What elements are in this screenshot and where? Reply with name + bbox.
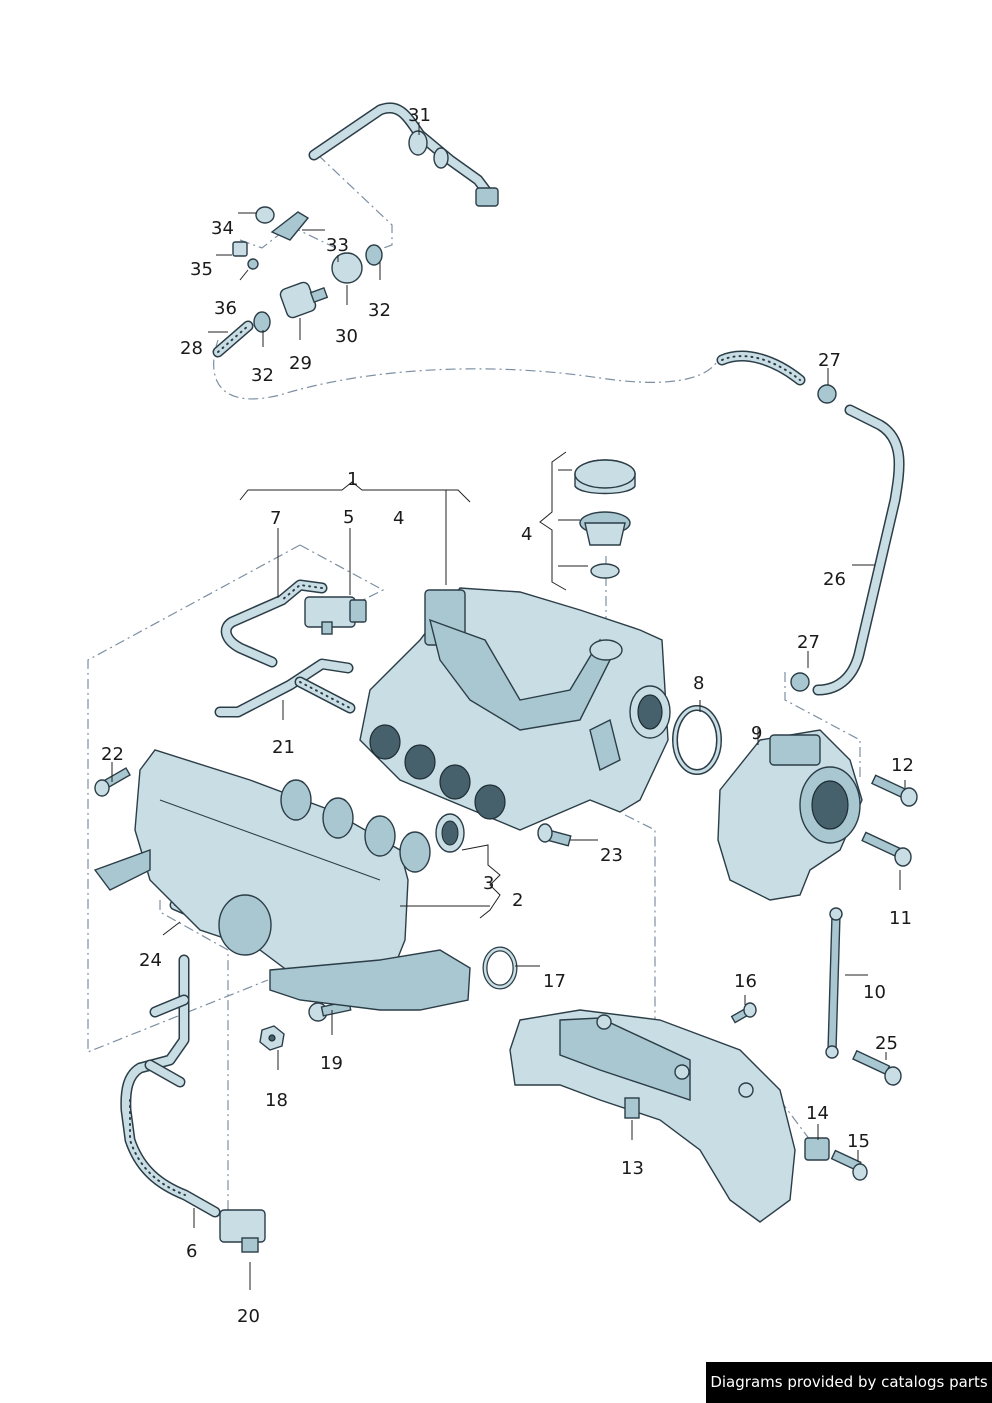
callout-30: 30 [335,326,358,347]
callout-35: 35 [190,259,213,280]
footer-banner: Diagrams provided by catalogs parts [706,1362,992,1403]
nut-18 [259,1025,285,1051]
callout-4: 4 [521,524,532,545]
callout-1: 1 [347,469,358,490]
callout-25: 25 [875,1033,898,1054]
callout-4-top: 4 [393,508,404,529]
callout-33: 33 [326,235,349,256]
clip-14 [804,1137,830,1161]
callout-14: 14 [806,1103,829,1124]
callout-29: 29 [289,353,312,374]
bolt-22 [94,767,131,797]
callout-labels: 31 34 33 35 32 36 30 28 29 32 27 1 7 5 4… [101,105,914,1327]
callout-34: 34 [211,218,234,239]
callout-15: 15 [847,1131,870,1152]
hose-6 [120,954,221,1218]
valve-20 [219,1209,266,1253]
solenoid-valve-5 [304,596,367,635]
bolt-15 [830,1149,868,1181]
hose-28 [212,320,254,358]
callout-27: 27 [797,632,820,653]
seal-rings [435,813,518,990]
bolt-25 [852,1049,902,1086]
callout-18: 18 [265,1090,288,1111]
sensor-23 [537,823,572,847]
hose-31 [308,102,499,207]
hose-26 [716,350,905,696]
hose-21 [214,658,356,718]
callout-5: 5 [343,507,354,528]
callout-11: 11 [889,908,912,929]
callout-27-top: 27 [818,350,841,371]
callout-17: 17 [543,971,566,992]
hose-7 [220,579,328,668]
callout-32: 32 [251,365,274,386]
fitting-cluster-top [232,206,383,333]
callout-32-top: 32 [368,300,391,321]
callout-19: 19 [320,1053,343,1074]
bracket-10 [825,907,843,1059]
lower-intake-manifold [93,749,471,1011]
callout-21: 21 [272,737,295,758]
callout-13: 13 [621,1158,644,1179]
bolt-16 [730,1002,757,1024]
callout-28: 28 [180,338,203,359]
callout-22: 22 [101,744,124,765]
upper-intake-manifold [359,587,671,831]
callout-9: 9 [751,723,762,744]
callout-26: 26 [823,569,846,590]
callout-36: 36 [214,298,237,319]
leader-lines [111,122,906,1290]
callout-8: 8 [693,673,704,694]
throttle-body-9 [717,729,863,901]
callout-20: 20 [237,1306,260,1327]
callout-6: 6 [186,1241,197,1262]
callout-24: 24 [139,950,162,971]
heat-shield-13 [509,1009,796,1223]
callout-12: 12 [891,755,914,776]
bolt-11 [861,831,912,867]
callout-16: 16 [734,971,757,992]
callout-23: 23 [600,845,623,866]
callout-7: 7 [270,508,281,529]
callout-10: 10 [863,982,886,1003]
gasket-8 [672,705,722,775]
callout-3: 3 [483,873,494,894]
callout-2: 2 [512,890,523,911]
callout-31: 31 [408,105,431,126]
oil-filler-cap [574,459,636,579]
bolt-12 [870,774,918,807]
bolts [94,767,918,1181]
clamps-27 [790,384,837,692]
